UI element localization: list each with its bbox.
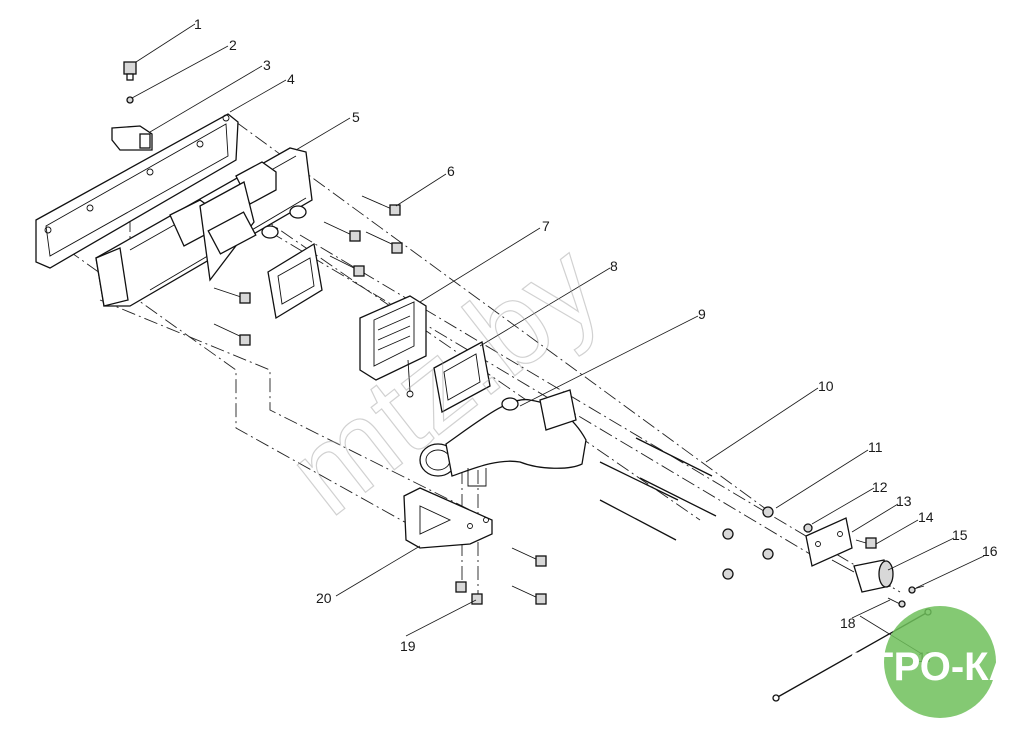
bracket-bolt (855, 537, 877, 549)
callout-5: 5 (352, 109, 360, 125)
callout-3: 3 (263, 57, 271, 73)
small-screws (887, 585, 925, 608)
callout-7: 7 (542, 218, 550, 234)
bracket-bolts (455, 547, 547, 605)
callout-16: 16 (982, 543, 998, 559)
callout-18: 18 (840, 615, 856, 631)
callout-6: 6 (447, 163, 455, 179)
callout-9: 9 (698, 306, 706, 322)
callout-4: 4 (287, 71, 295, 87)
flange-gasket-small (267, 242, 323, 320)
turbo-gasket (433, 341, 491, 413)
callout-12: 12 (872, 479, 888, 495)
support-bracket (403, 487, 493, 549)
agro-ka-logo: АГРО-КА (842, 606, 1015, 718)
logo-circle (884, 606, 996, 718)
washer (803, 523, 813, 533)
callout-14: 14 (918, 509, 934, 525)
studs (599, 437, 717, 541)
exhaust-valve (359, 295, 427, 398)
callout-20: 20 (316, 590, 332, 606)
exhaust-manifold (95, 147, 313, 307)
sensor-assembly (111, 61, 153, 151)
callout-13: 13 (896, 493, 912, 509)
sensor-bracket (805, 517, 853, 567)
callout-15: 15 (952, 527, 968, 543)
callout-1: 1 (194, 16, 202, 32)
callout-8: 8 (610, 258, 618, 274)
logo-text: АГРО-КА (842, 645, 1015, 689)
callout-2: 2 (229, 37, 237, 53)
manifold-bolts (213, 195, 403, 346)
callout-10: 10 (818, 378, 834, 394)
exhaust-elbow (419, 389, 587, 487)
callout-11: 11 (868, 439, 883, 455)
nuts (722, 506, 774, 580)
callout-19: 19 (400, 638, 416, 654)
temperature-sensor (831, 559, 894, 593)
manifold-gasket (35, 113, 239, 269)
